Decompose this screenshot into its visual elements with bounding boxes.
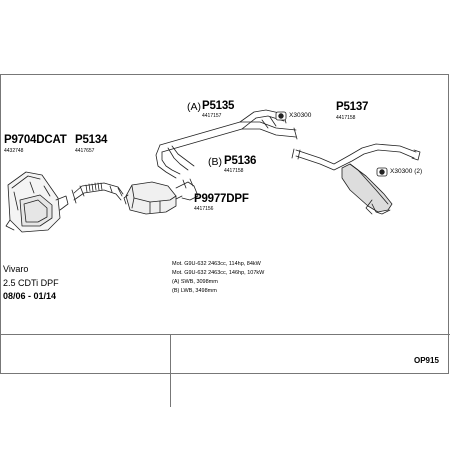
part-number-p9704dcat: 4432748 — [4, 148, 24, 154]
part-number-p5135: 4417157 — [202, 113, 222, 119]
part-code-p9977dpf: P9977DPF — [194, 193, 249, 205]
clamp-upper-code: X30300 — [289, 112, 312, 119]
vehicle-engine: 2.5 CDTi DPF — [3, 278, 59, 288]
engine-note-1: Mot. G9U-632 2463cc, 114hp, 84kW — [172, 261, 261, 267]
variant-label-a: (A) — [187, 101, 201, 113]
part-code-p5137: P5137 — [336, 101, 369, 113]
clamp-rear-code: X30300 (2) — [390, 168, 423, 175]
part-code-p5136: P5136 — [224, 155, 257, 167]
part-number-p5134: 4417657 — [75, 148, 95, 154]
vehicle-name: Vivaro — [3, 264, 29, 274]
info-column-divider — [170, 334, 171, 407]
part-number-p5136: 4417158 — [224, 168, 244, 174]
engine-note-2: Mot. G9U-632 2463cc, 146hp, 107kW — [172, 270, 265, 276]
rear-silencer-drawing — [291, 143, 421, 215]
diagram-frame — [0, 74, 450, 407]
variant-note-a: (A) SWB, 3098mm — [172, 279, 218, 285]
variant-note-b: (B) LWB, 3498mm — [172, 288, 217, 294]
part-number-p5137: 4417158 — [336, 115, 356, 121]
variant-label-b: (B) — [208, 156, 222, 168]
clamp-upper-icon — [275, 111, 287, 121]
part-code-p9704dcat: P9704DCAT — [4, 134, 67, 146]
part-code-p5135: P5135 — [202, 100, 235, 112]
clamp-rear-icon — [376, 167, 388, 177]
diagram-code: OP915 — [414, 356, 439, 365]
vehicle-years: 08/06 - 01/14 — [3, 291, 57, 301]
particulate-filter-drawing — [123, 178, 199, 215]
part-code-p5134: P5134 — [75, 134, 108, 146]
front-pipe-drawing — [71, 182, 124, 204]
part-number-p9977dpf: 4417156 — [194, 206, 214, 212]
catalyst-drawing — [5, 171, 69, 233]
info-divider — [1, 334, 450, 335]
